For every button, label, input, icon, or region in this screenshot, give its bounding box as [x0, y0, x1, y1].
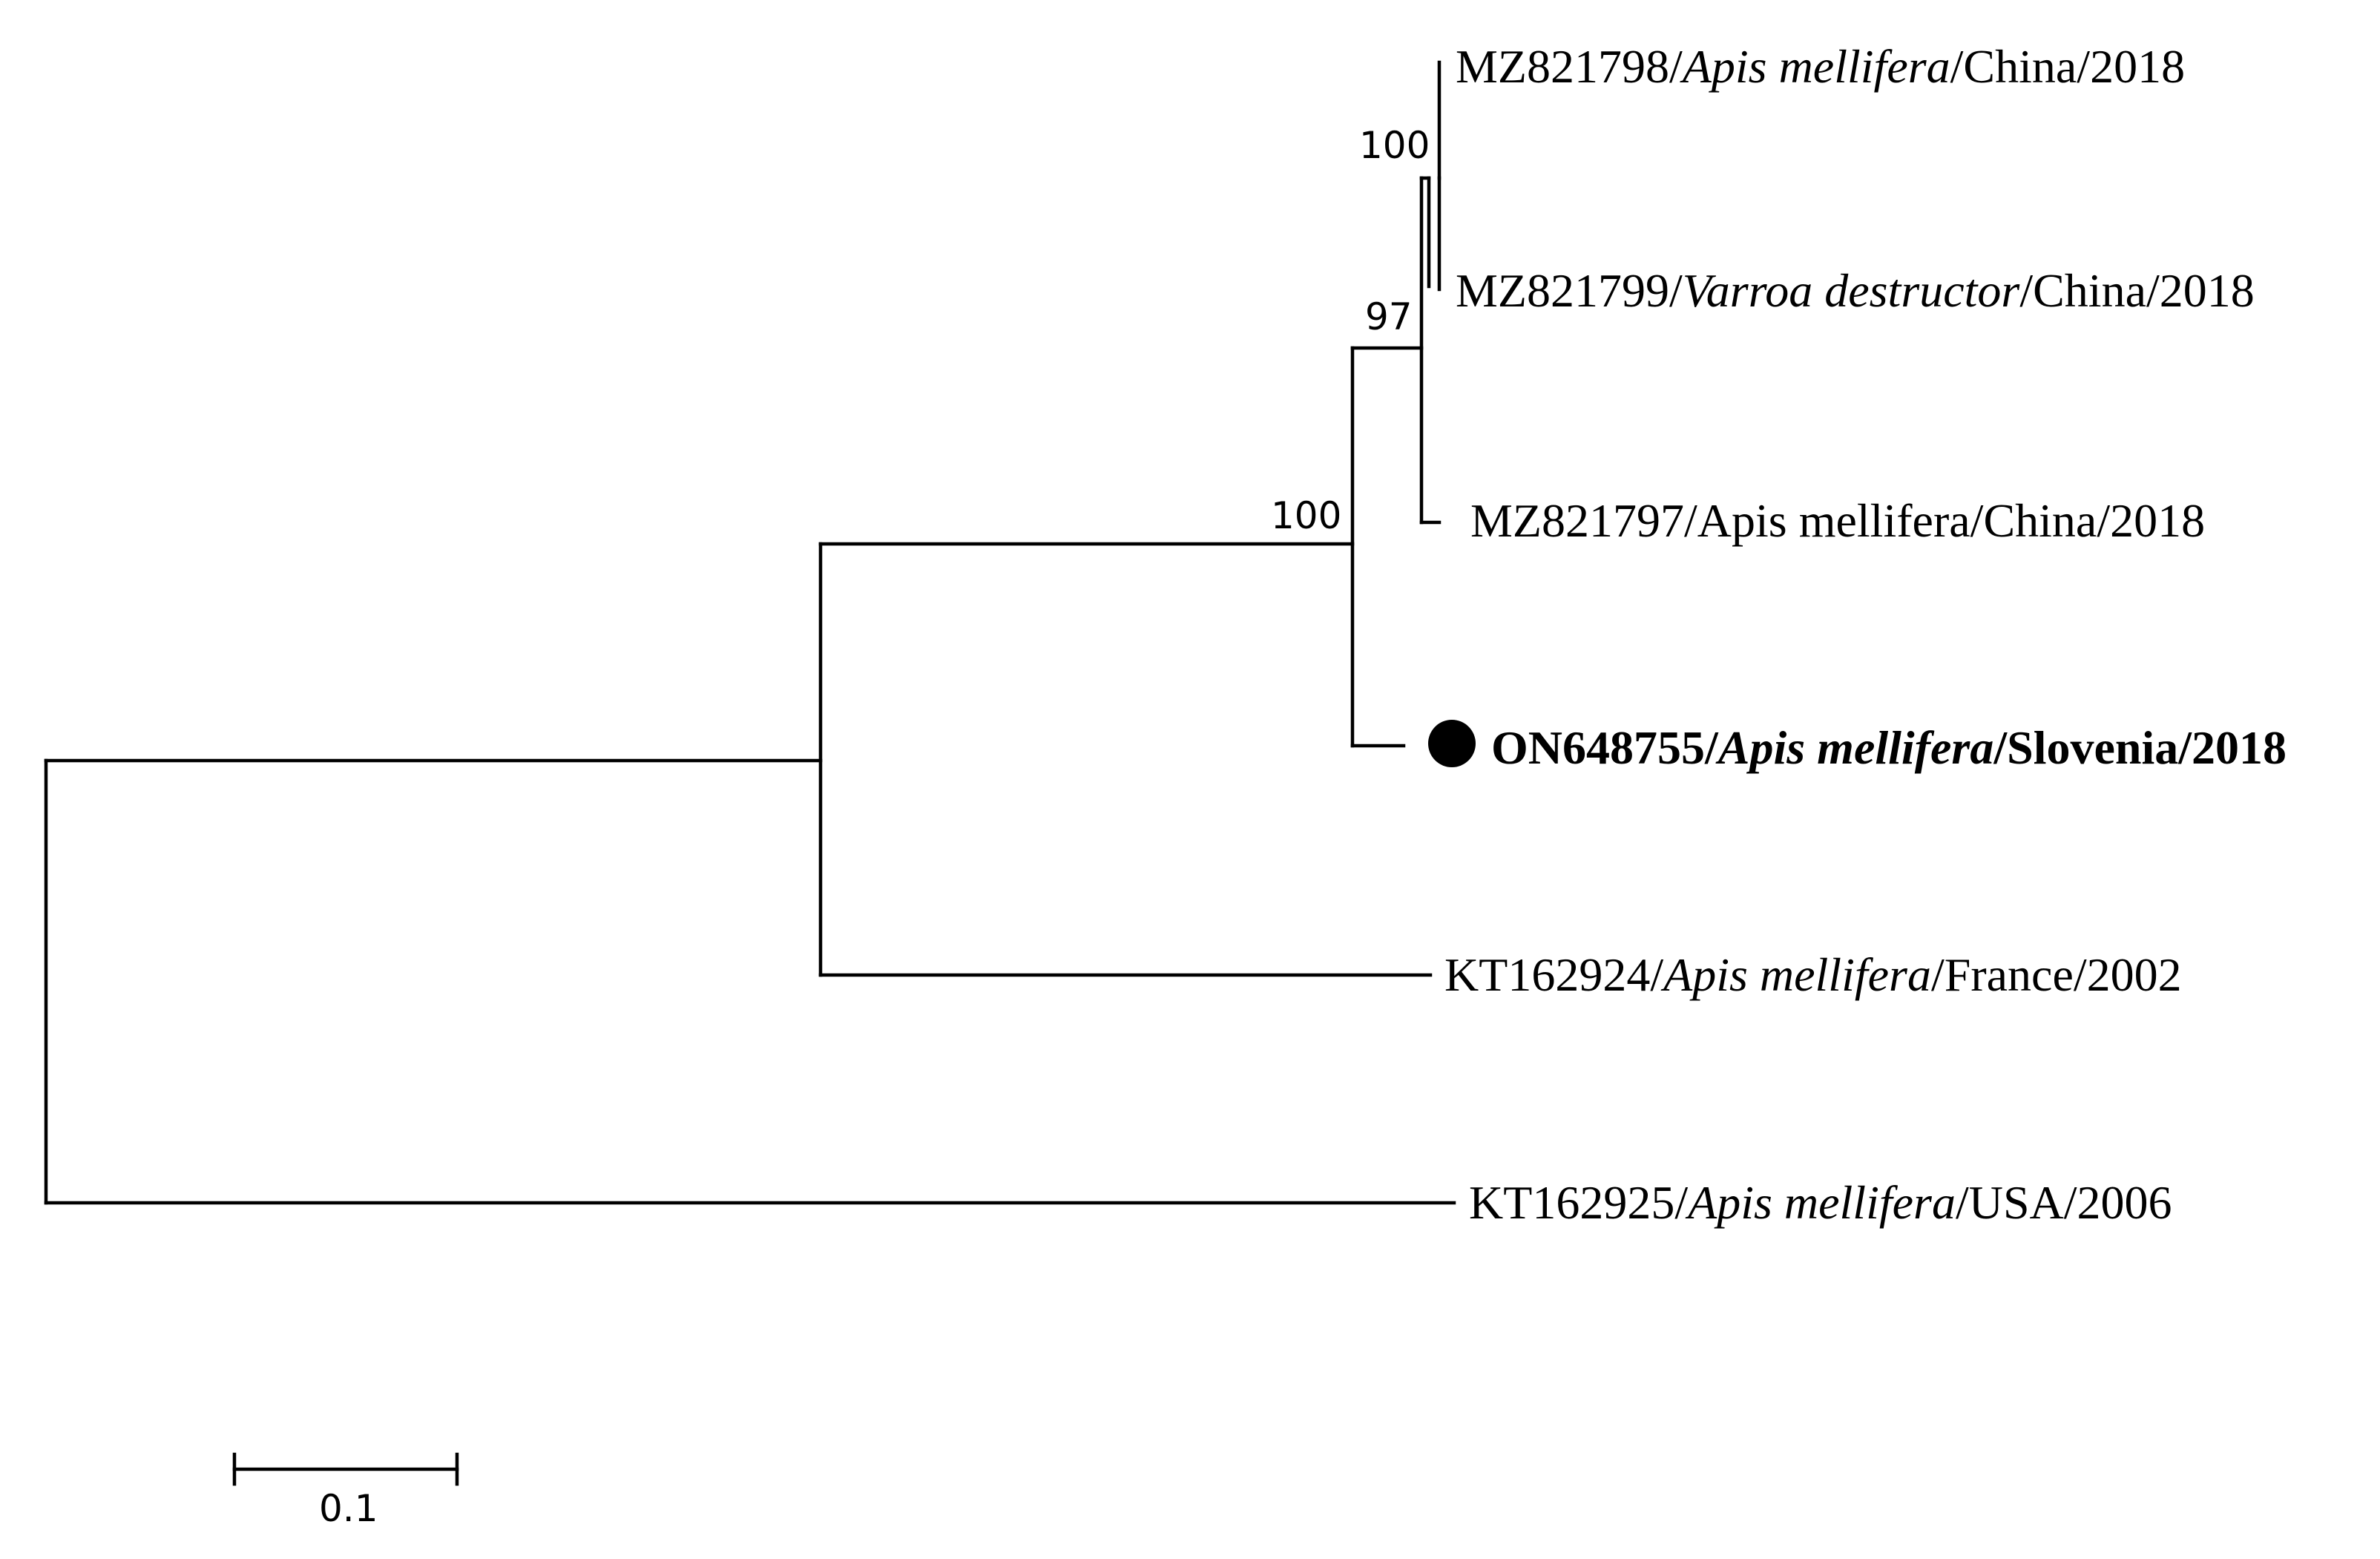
year: 2002 — [2086, 948, 2182, 1001]
country: USA — [1968, 1176, 2064, 1229]
accession: MZ821797 — [1470, 494, 1684, 547]
year: 2018 — [2090, 40, 2186, 93]
species-name: Apis mellifera — [1717, 721, 1994, 774]
species-name: Apis mellifera — [1663, 948, 1931, 1001]
scale-bar-label: 0.1 — [319, 1487, 378, 1530]
taxon-label-mz821799: MZ821799/Varroa destructor/China/2018 — [1456, 264, 2255, 317]
accession: ON648755 — [1491, 721, 1705, 774]
accession: KT162924 — [1444, 948, 1651, 1001]
taxon-label-mz821797: MZ821797/Apis mellifera/China/2018 — [1470, 494, 2206, 547]
species-name: Apis mellifera — [1697, 494, 1970, 547]
accession: MZ821799 — [1456, 264, 1669, 317]
taxon-label-kt162925: KT162925/Apis mellifera/USA/2006 — [1469, 1176, 2172, 1229]
species-name: Varroa destructor — [1682, 264, 2020, 317]
country: China — [2033, 264, 2146, 317]
country: China — [1963, 40, 2077, 93]
taxon-label-on648755: ON648755/Apis mellifera/Slovenia/2018 — [1491, 721, 2287, 774]
country: China — [1983, 494, 2097, 547]
year: 2006 — [2077, 1176, 2172, 1229]
bootstrap-node-c: 97 — [1365, 295, 1413, 338]
bootstrap-node-d: 100 — [1359, 124, 1430, 167]
accession: KT162925 — [1469, 1176, 1675, 1229]
country: Slovenia — [2007, 721, 2179, 774]
year: 2018 — [2159, 264, 2255, 317]
taxon-label-mz821798: MZ821798/Apis mellifera/China/2018 — [1456, 40, 2186, 93]
bootstrap-node-b: 100 — [1271, 494, 1342, 537]
year: 2018 — [2192, 721, 2287, 774]
highlight-dot-icon — [1428, 720, 1476, 767]
year: 2018 — [2110, 494, 2206, 547]
country: France — [1944, 948, 2074, 1001]
species-name: Apis mellifera — [1688, 1176, 1956, 1229]
accession: MZ821798 — [1456, 40, 1669, 93]
taxon-label-kt162924: KT162924/Apis mellifera/France/2002 — [1444, 948, 2182, 1001]
species-name: Apis mellifera — [1682, 40, 1950, 93]
